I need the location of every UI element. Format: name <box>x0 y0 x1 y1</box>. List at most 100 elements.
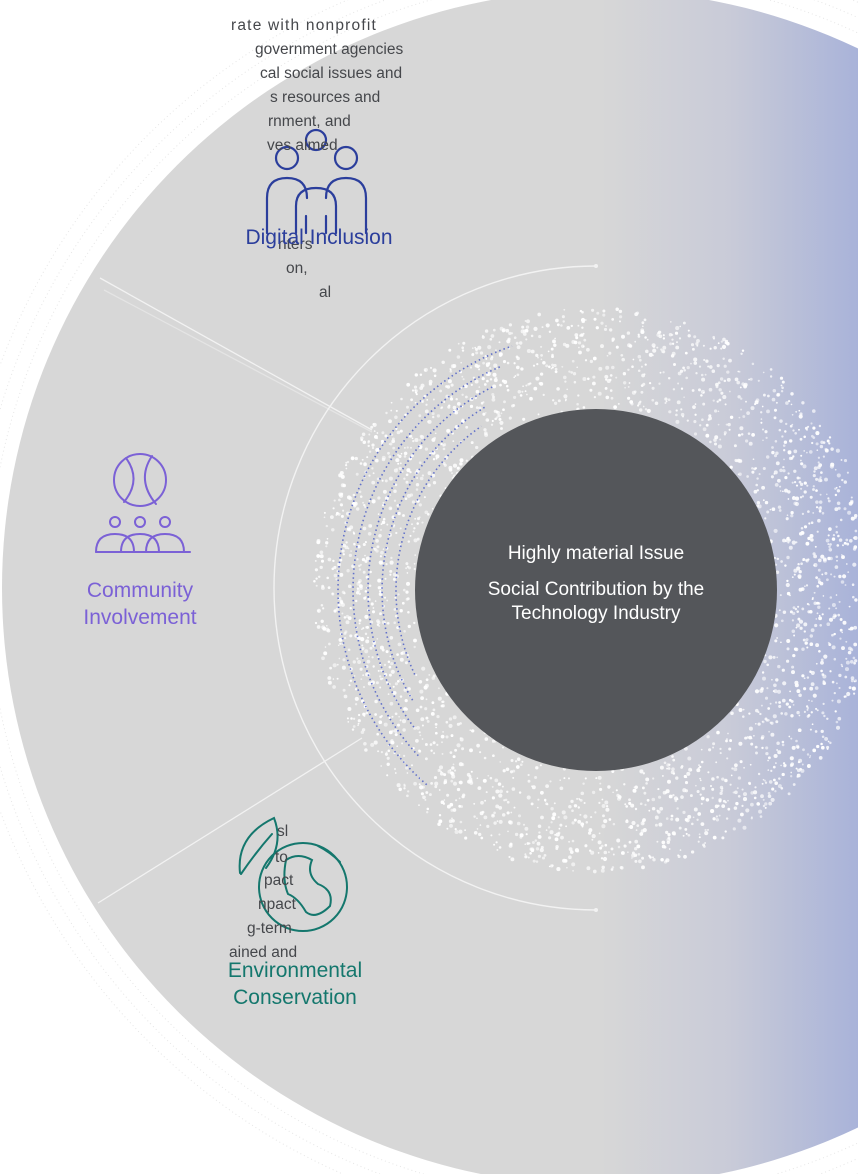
particle-dot <box>818 424 822 428</box>
particle-dot <box>475 445 479 450</box>
particle-dot <box>479 751 482 754</box>
particle-dot <box>679 325 682 328</box>
particle-dot <box>613 405 617 409</box>
particle-dot <box>676 807 679 810</box>
particle-dot <box>472 376 476 380</box>
particle-dot <box>455 799 458 802</box>
particle-dot <box>826 578 829 582</box>
particle-dot <box>811 441 814 445</box>
particle-dot <box>451 472 453 475</box>
particle-dot <box>384 752 388 756</box>
particle-dot <box>796 768 801 773</box>
particle-dot <box>831 645 836 650</box>
particle-dot <box>396 783 401 788</box>
particle-dot <box>835 725 841 730</box>
particle-dot <box>667 376 671 380</box>
particle-dot <box>424 447 429 451</box>
particle-dot <box>427 483 431 487</box>
particle-dot <box>418 680 423 684</box>
particle-dot <box>600 857 604 860</box>
particle-dot <box>676 341 678 343</box>
particle-dot <box>448 348 452 352</box>
particle-dot <box>399 420 402 423</box>
particle-dot <box>440 800 445 805</box>
particle-dot <box>760 736 764 740</box>
particle-dot <box>719 438 722 441</box>
particle-dot <box>765 746 769 750</box>
particle-dot <box>827 499 831 503</box>
particle-dot <box>642 772 645 775</box>
particle-dot <box>687 334 691 338</box>
particle-dot <box>507 337 511 341</box>
particle-dot <box>837 613 841 617</box>
particle-dot <box>571 862 576 867</box>
particle-dot <box>484 431 488 435</box>
particle-dot <box>568 847 573 851</box>
particle-dot <box>534 839 538 842</box>
particle-dot <box>832 615 836 620</box>
particle-dot <box>377 447 380 451</box>
particle-dot <box>413 538 418 543</box>
particle-dot <box>493 821 497 825</box>
particle-dot <box>377 578 382 583</box>
particle-dot <box>537 798 540 801</box>
particle-dot <box>482 361 485 365</box>
particle-dot <box>556 387 560 391</box>
particle-dot <box>498 833 501 836</box>
particle-dot <box>754 467 758 470</box>
particle-dot <box>485 418 490 422</box>
particle-dot <box>738 416 741 419</box>
particle-dot <box>327 676 332 680</box>
particle-dot <box>827 740 830 743</box>
particle-dot <box>815 662 818 665</box>
particle-dot <box>624 386 626 389</box>
particle-dot <box>571 821 575 825</box>
particle-dot <box>437 822 441 826</box>
particle-dot <box>436 714 440 719</box>
particle-dot <box>359 495 363 498</box>
leaf-earth-icon <box>238 816 348 932</box>
particle-dot <box>584 777 587 780</box>
particle-dot <box>701 377 706 382</box>
particle-dot <box>786 514 789 517</box>
text-line: rate with nonprofit <box>231 17 378 34</box>
particle-dot <box>785 401 789 405</box>
particle-dot <box>781 772 785 777</box>
text-line: g-term <box>247 920 292 937</box>
particle-dot <box>363 596 367 600</box>
particle-dot <box>686 419 689 422</box>
particle-dot <box>803 677 806 680</box>
particle-dot <box>700 802 703 805</box>
particle-dot <box>362 440 367 445</box>
particle-dot <box>715 761 718 764</box>
particle-dot <box>793 501 798 506</box>
particle-dot <box>795 410 798 413</box>
particle-dot <box>781 698 786 703</box>
particle-dot <box>718 814 721 817</box>
particle-dot <box>715 815 719 818</box>
particle-dot <box>557 831 561 835</box>
particle-dot <box>434 781 439 786</box>
particle-dot <box>789 610 793 614</box>
particle-dot <box>493 363 498 368</box>
particle-dot <box>550 807 554 811</box>
particle-dot <box>502 328 506 332</box>
particle-dot <box>782 681 787 686</box>
particle-dot <box>643 373 646 376</box>
particle-dot <box>682 321 686 325</box>
particle-dot <box>403 706 408 711</box>
particle-dot <box>524 855 528 859</box>
segment-label-environmental-conservation: Environmental Conservation <box>190 957 400 1011</box>
particle-dot <box>605 365 610 370</box>
particle-dot <box>818 756 823 760</box>
particle-dot <box>493 378 498 383</box>
particle-dot <box>667 398 671 402</box>
particle-dot <box>793 469 797 473</box>
particle-dot <box>850 499 854 504</box>
particle-dot <box>421 474 425 477</box>
particle-dot <box>689 794 693 798</box>
particle-dot <box>400 651 404 655</box>
particle-dot <box>597 775 602 780</box>
particle-dot <box>624 803 627 806</box>
particle-dot <box>767 394 770 398</box>
